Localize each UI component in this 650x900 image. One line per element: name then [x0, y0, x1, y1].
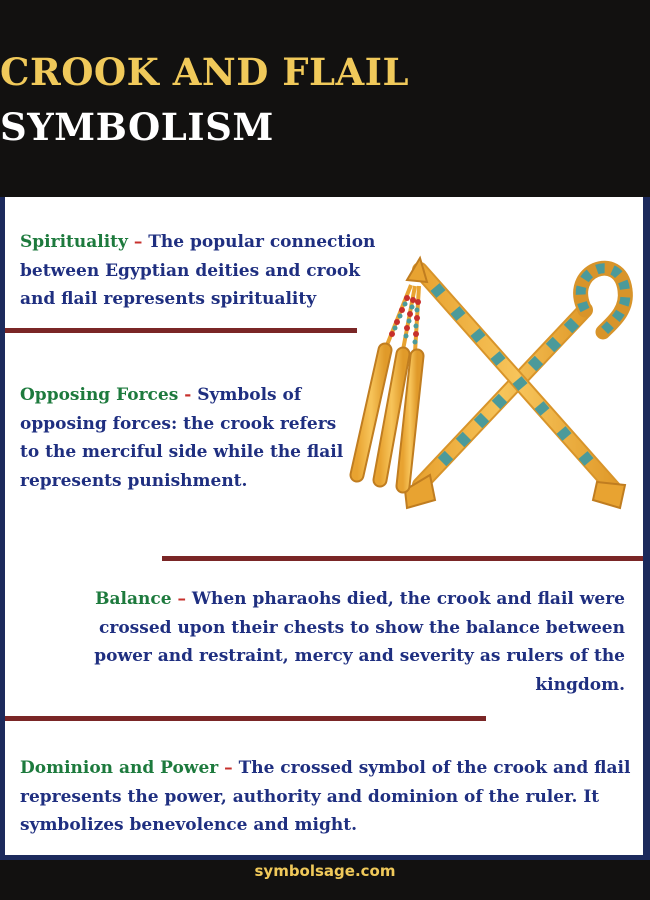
- section-separator: –: [133, 232, 143, 252]
- footer-site-link[interactable]: symbolsage.com: [254, 862, 396, 880]
- title-line-2: SYMBOLISM: [0, 105, 274, 149]
- section-separator: –: [224, 758, 233, 778]
- divider-rule: [5, 328, 357, 333]
- title-line-1: CROOK AND FLAIL: [0, 50, 410, 94]
- section-spirituality: Spirituality – The popular connection be…: [20, 228, 395, 314]
- header-banner: [0, 0, 650, 197]
- section-dominion-and-power: Dominion and Power – The crossed symbol …: [20, 754, 636, 840]
- section-separator: -: [184, 385, 192, 405]
- section-balance: Balance – When pharaohs died, the crook …: [78, 585, 625, 699]
- section-heading: Spirituality: [20, 232, 128, 252]
- divider-rule: [5, 716, 486, 721]
- flail-icon: [349, 255, 627, 510]
- section-body: The crossed symbol of the crook and flai…: [20, 758, 631, 835]
- content-panel: [5, 197, 643, 855]
- section-body: Symbols of opposing forces: the crook re…: [20, 385, 344, 491]
- crook-and-flail-illustration: [349, 255, 633, 510]
- section-body: When pharaohs died, the crook and flail …: [94, 589, 625, 695]
- section-opposing-forces: Opposing Forces - Symbols of opposing fo…: [20, 381, 350, 495]
- section-separator: –: [177, 589, 186, 609]
- footer-bar: [0, 860, 650, 900]
- divider-rule: [162, 556, 643, 561]
- section-heading: Dominion and Power: [20, 758, 219, 778]
- section-heading: Balance: [95, 589, 172, 609]
- section-heading: Opposing Forces: [20, 385, 179, 405]
- section-body: The popular connection between Egyptian …: [20, 232, 376, 309]
